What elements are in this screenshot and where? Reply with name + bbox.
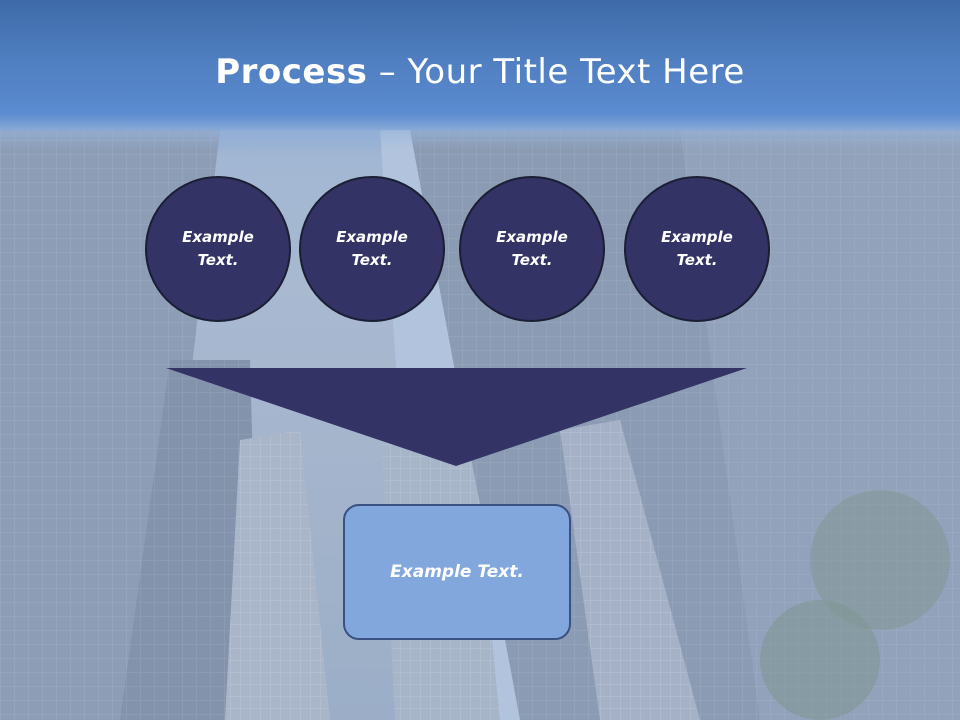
- slide-title: Process – Your Title Text Here: [0, 52, 960, 92]
- result-box-label: Example Text.: [390, 562, 524, 582]
- title-rest: – Your Title Text Here: [367, 52, 745, 92]
- process-circle-4[interactable]: Example Text.: [624, 176, 770, 322]
- result-box[interactable]: Example Text.: [343, 504, 571, 640]
- process-circle-3[interactable]: Example Text.: [459, 176, 605, 322]
- process-circle-1[interactable]: Example Text.: [145, 176, 291, 322]
- process-circle-2[interactable]: Example Text.: [299, 176, 445, 322]
- circle-label-1: Example Text.: [182, 228, 254, 269]
- circle-label-3: Example Text.: [496, 228, 568, 269]
- title-band: [0, 0, 960, 150]
- title-bold: Process: [215, 52, 368, 92]
- circle-label-4: Example Text.: [661, 228, 733, 269]
- circle-label-2: Example Text.: [336, 228, 408, 269]
